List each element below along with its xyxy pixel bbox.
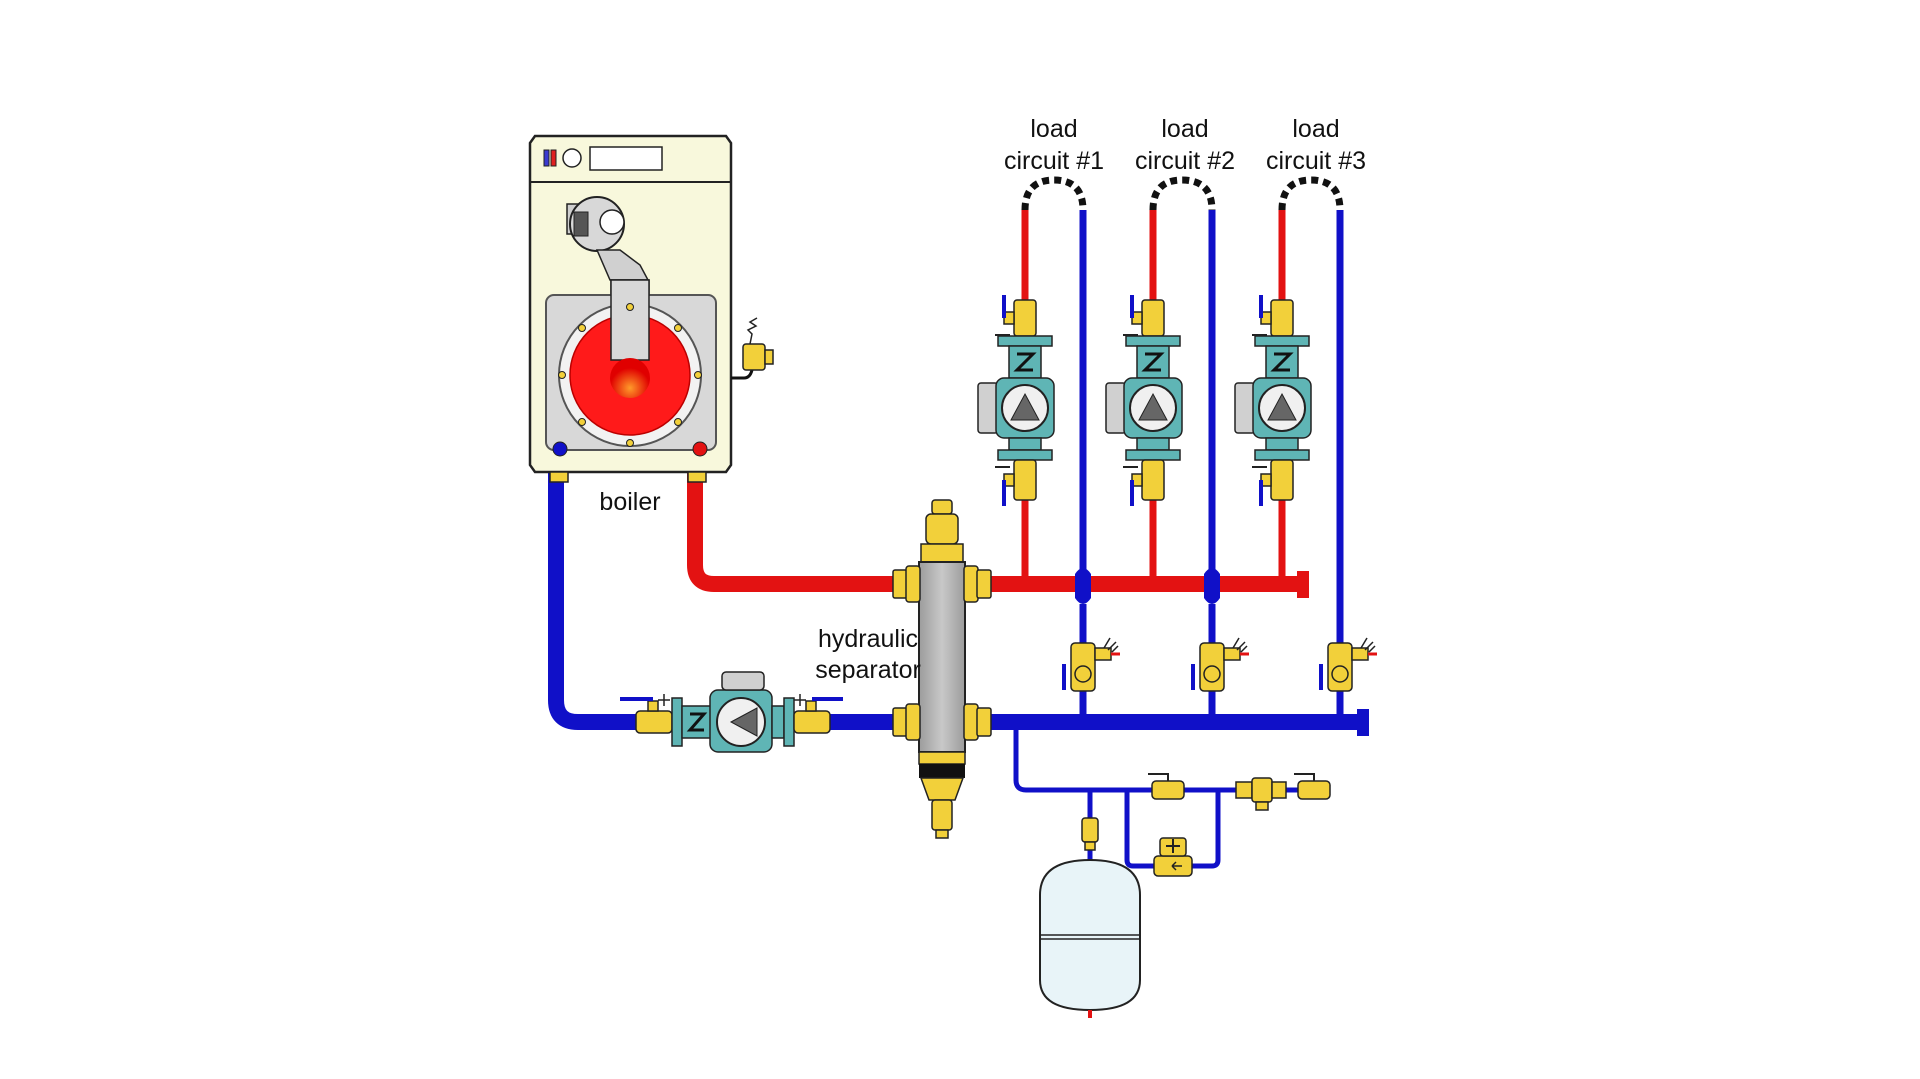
separator-drain-valve-icon xyxy=(931,799,953,831)
boiler-icon xyxy=(528,134,733,483)
expansion-tank-icon xyxy=(1039,858,1141,1018)
load-loop-3 xyxy=(1278,176,1344,211)
return-balancing-valve-3 xyxy=(1319,636,1379,693)
load-loop-1 xyxy=(1021,176,1087,211)
purge-valve-icon xyxy=(1081,817,1099,851)
makeup-water-assembly xyxy=(1081,773,1331,877)
check-valve-icon xyxy=(686,712,708,732)
load-circulator-station-1 xyxy=(977,295,1055,506)
backflow-preventer-icon xyxy=(1235,777,1287,811)
boiler-return-port xyxy=(552,441,568,457)
load-circuit-3-label-line2: circuit #3 xyxy=(1266,147,1366,175)
boiler-return-pipe xyxy=(548,470,920,730)
load-circuit-2-label-line1: load xyxy=(1161,115,1208,143)
load-circulator-station-3 xyxy=(1233,293,1313,508)
circulator-pump-icon xyxy=(709,671,773,753)
boiler-display xyxy=(589,146,663,171)
separator-air-vent-icon xyxy=(931,499,953,515)
diagram-labels: boiler hydraulic separator load circuit … xyxy=(599,115,1366,684)
load-circuit-2-label-line2: circuit #2 xyxy=(1135,147,1235,175)
hydraulic-separator-label-line1: hydraulic xyxy=(818,625,918,653)
boiler-label: boiler xyxy=(599,488,660,516)
return-crossover-1 xyxy=(1075,568,1091,604)
load-loop-2 xyxy=(1149,176,1216,211)
supply-header-cap xyxy=(1297,571,1309,598)
load-circuit-1-label-line1: load xyxy=(1030,115,1077,143)
return-balancing-valve-1 xyxy=(1062,637,1120,692)
load-circulator-station-2 xyxy=(1104,293,1184,508)
load-circuit-3-label-line1: load xyxy=(1292,115,1339,143)
ball-valve-icon xyxy=(793,694,843,734)
pressure-reducing-valve-icon xyxy=(1153,837,1193,877)
hydraulic-separator-icon xyxy=(892,499,992,839)
ball-valve-icon xyxy=(1148,773,1185,800)
expansion-branch-pipe xyxy=(1013,730,1320,793)
return-header-cap xyxy=(1357,709,1369,736)
hydraulic-separator-label-line2: separator xyxy=(815,656,921,684)
boiler-gauge-icon xyxy=(543,149,550,167)
return-crossover-2 xyxy=(1204,568,1220,604)
load-loops xyxy=(1021,176,1344,211)
boiler-dial-icon xyxy=(562,148,582,168)
boiler-supply-pipe xyxy=(687,470,920,592)
load-circuit-1-label-line2: circuit #1 xyxy=(1004,147,1104,175)
boiler-supply-port xyxy=(692,441,708,457)
return-balancing-valve-2 xyxy=(1191,636,1251,693)
ball-valve-icon xyxy=(1294,773,1331,800)
pressure-relief-valve-icon xyxy=(731,317,774,380)
separator-body xyxy=(918,561,966,753)
ball-valve-icon xyxy=(620,694,673,734)
boiler-circulator-assembly xyxy=(620,671,843,753)
